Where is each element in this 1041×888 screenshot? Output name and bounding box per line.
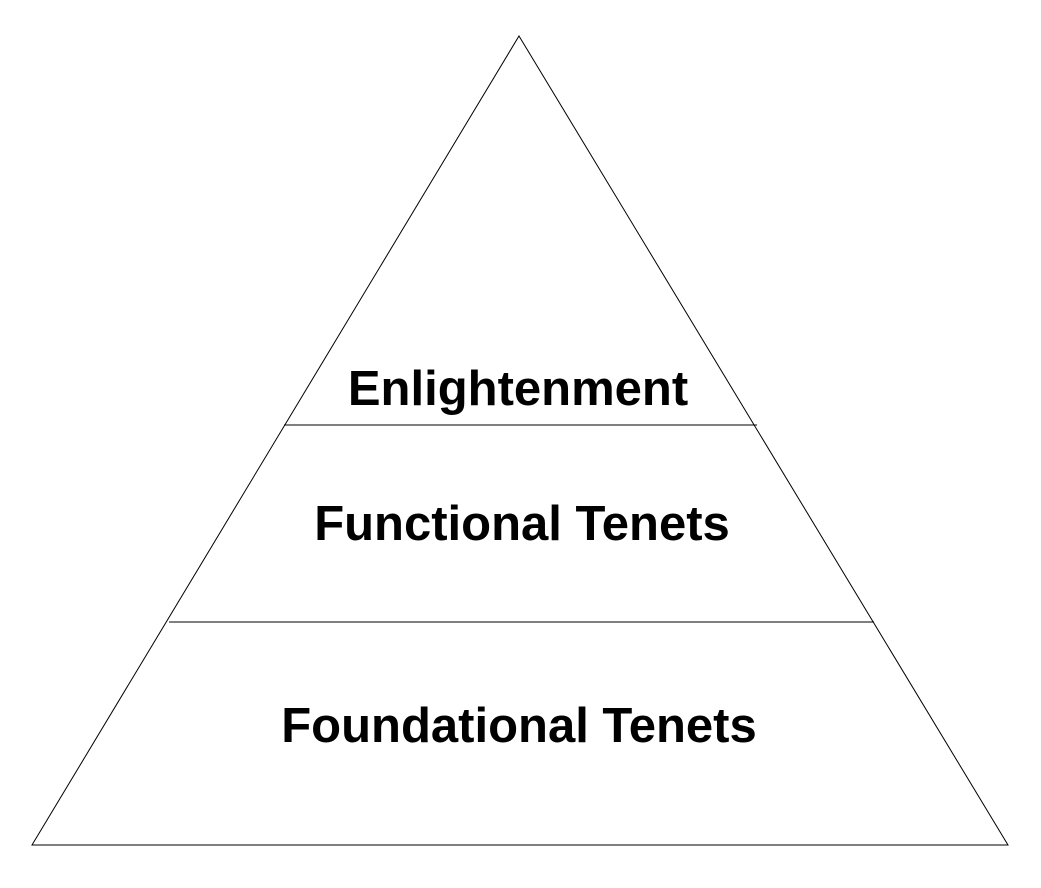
tier-label-functional-tenets: Functional Tenets (314, 497, 730, 551)
pyramid-outline (31, 35, 1009, 846)
tier-label-enlightenment: Enlightenment (348, 362, 688, 416)
tier-label-foundational-tenets: Foundational Tenets (281, 699, 756, 753)
